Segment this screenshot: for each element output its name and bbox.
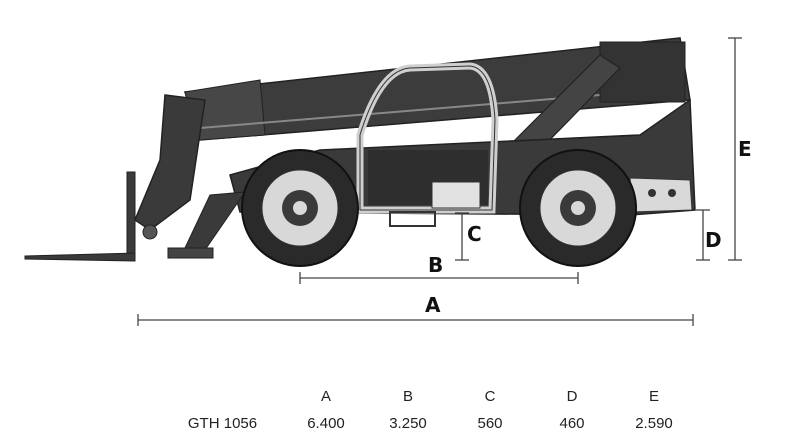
- value-e: 2.590: [635, 414, 673, 432]
- rear-wheel: [519, 149, 637, 267]
- header-b: B: [402, 387, 413, 405]
- value-b: 3.250: [389, 414, 427, 432]
- operator-cab: [356, 62, 499, 227]
- header-model: [160, 382, 285, 410]
- forks: [24, 171, 136, 262]
- value-a: 6.400: [307, 414, 345, 432]
- dimension-label-a: A: [425, 293, 441, 317]
- boom-head: [134, 94, 206, 240]
- dimension-label-e: E: [738, 137, 752, 161]
- model-name: GTH 1056: [187, 414, 258, 432]
- dimension-lines: [137, 37, 742, 326]
- value-d: 460: [559, 414, 585, 432]
- table-header-row: A B C D E: [160, 382, 695, 410]
- dimension-label-c: C: [467, 222, 482, 246]
- header-e: E: [648, 387, 659, 405]
- front-wheel: [241, 149, 359, 267]
- front-stabilizer: [167, 191, 247, 259]
- telescopic-boom: [184, 37, 691, 141]
- telehandler-diagram: E D C B A: [24, 37, 752, 326]
- table-row: GTH 1056 6.400 3.250 560 460 2.590: [160, 410, 695, 436]
- header-a: A: [320, 387, 331, 405]
- value-c: 560: [477, 414, 503, 432]
- spec-table: A B C D E GTH 1056 6.400 3.250 560 460 2…: [160, 382, 695, 436]
- dimension-label-d: D: [705, 228, 722, 252]
- header-d: D: [566, 387, 578, 405]
- header-c: C: [484, 387, 496, 405]
- dimension-label-b: B: [428, 253, 443, 277]
